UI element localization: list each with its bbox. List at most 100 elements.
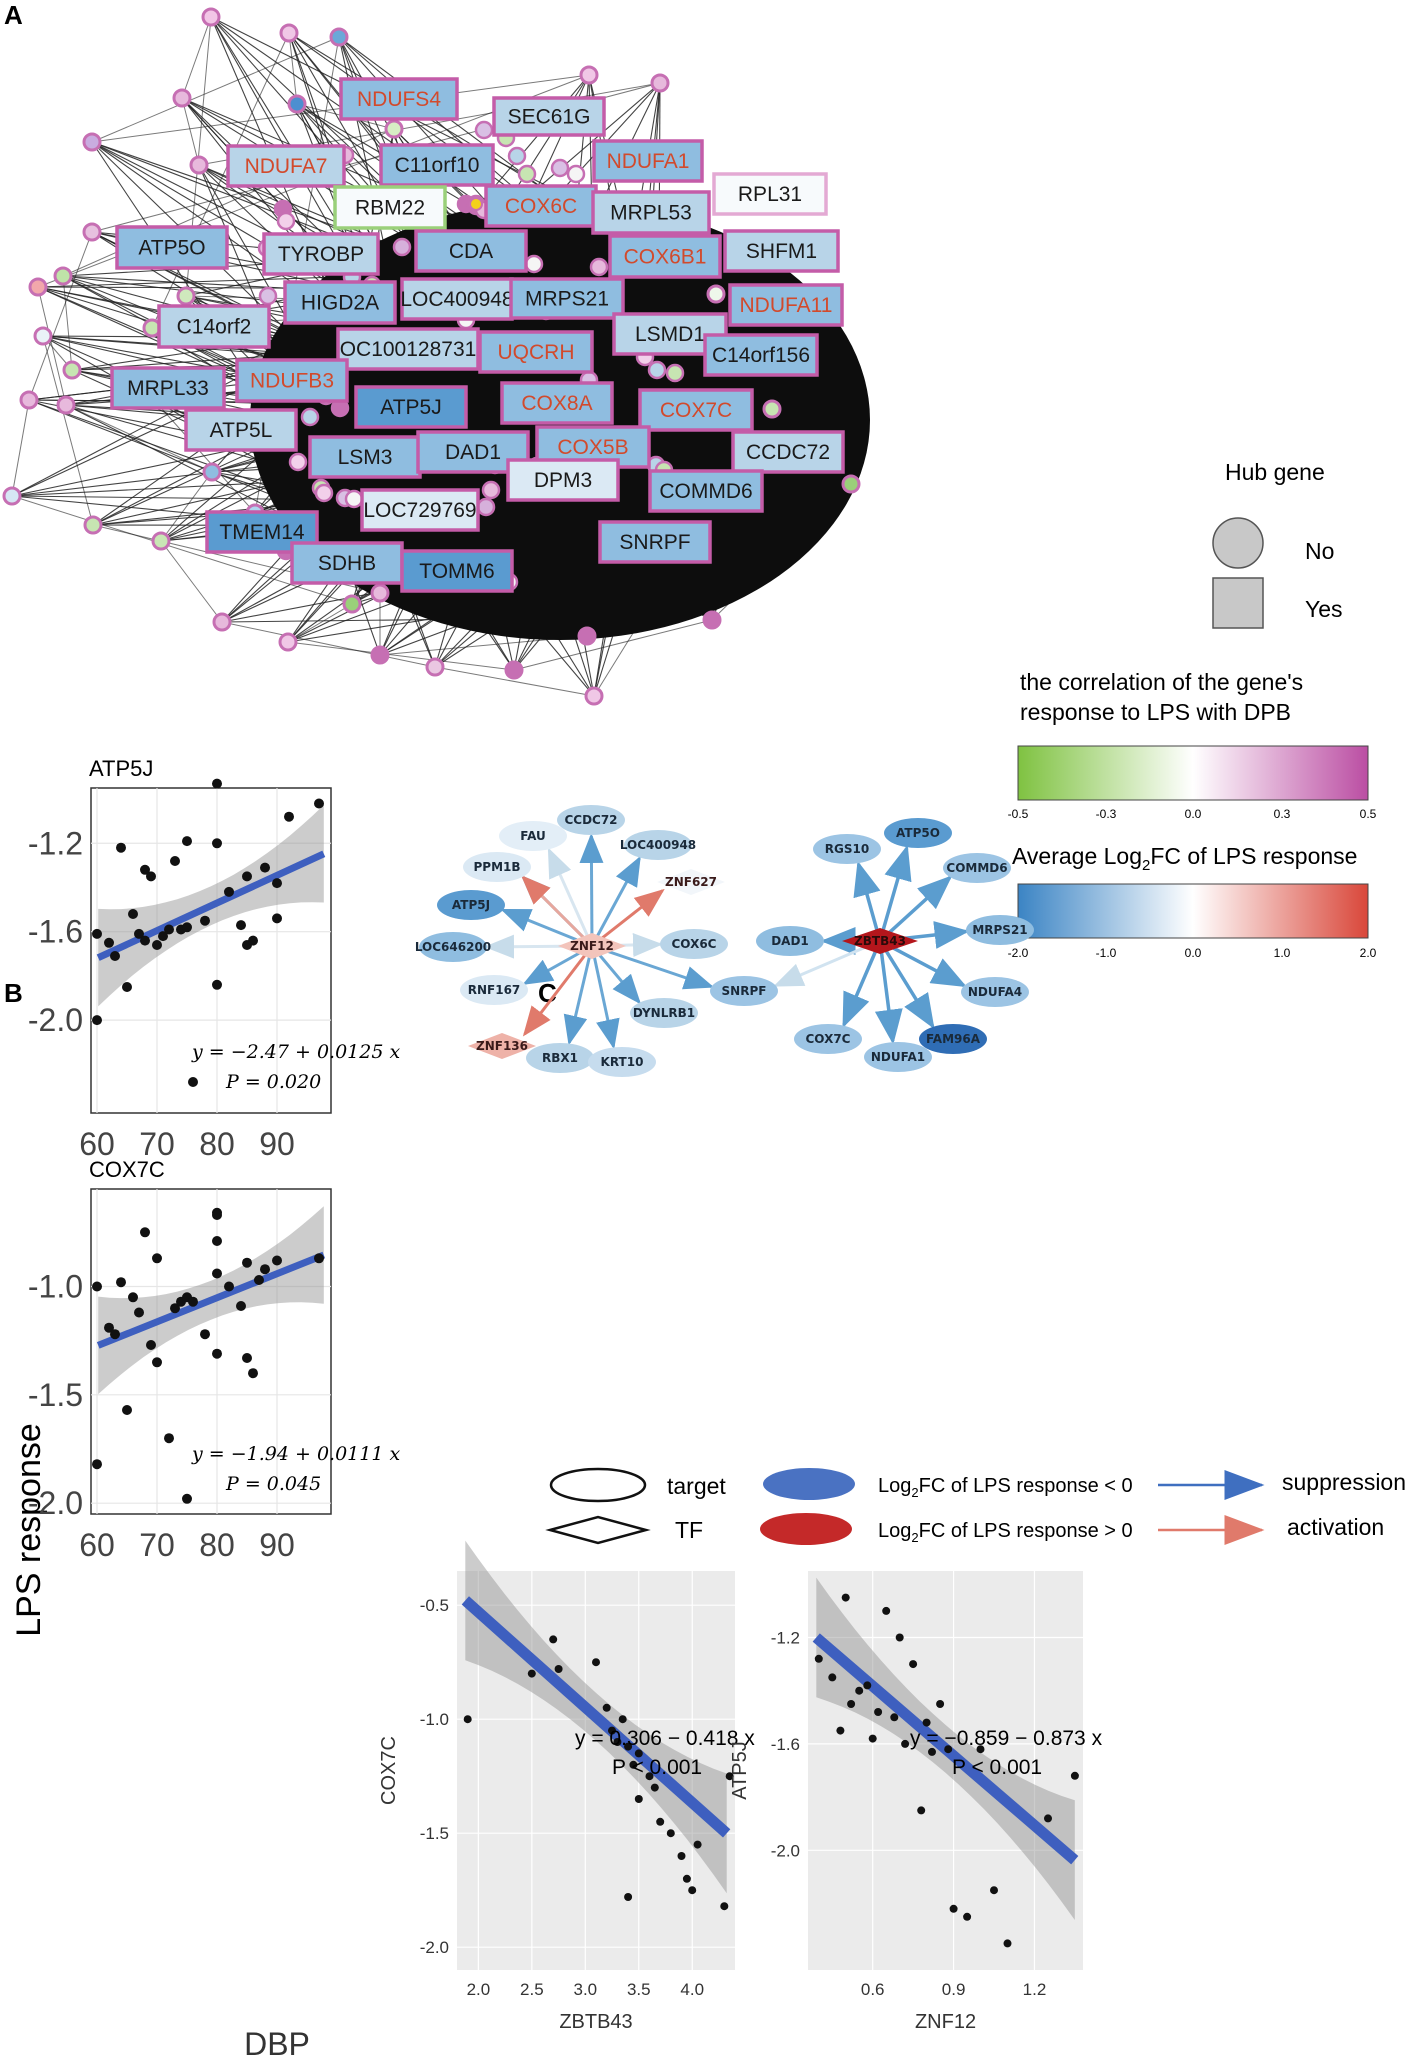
gene-box [336, 327, 480, 371]
target-label: PPM1B [473, 860, 520, 874]
data-point [104, 937, 114, 948]
corr-tick-label: 0.5 [1360, 807, 1377, 821]
tf-node [657, 869, 725, 895]
data-point [140, 935, 150, 946]
regulation-edge [853, 860, 882, 942]
plot-area [90, 1188, 332, 1515]
gene-box [235, 358, 349, 403]
target-node [499, 821, 567, 851]
x-tick-label: 2.5 [520, 1980, 544, 1999]
data-point [682, 1874, 691, 1883]
gene-box [290, 541, 404, 585]
target-node [966, 915, 1034, 945]
data-point [248, 935, 258, 946]
target-node [864, 1042, 932, 1072]
data-point [272, 1255, 282, 1266]
gene-label: SNRPF [619, 531, 690, 554]
data-point [260, 1264, 270, 1275]
regulation-edge [878, 940, 935, 1030]
gene-label: NDUFS4 [357, 88, 441, 111]
data-point [92, 1281, 102, 1292]
network-edge [287, 603, 353, 643]
data-point [284, 811, 294, 822]
positive-fc-icon [760, 1513, 852, 1545]
gene-box [492, 96, 606, 137]
data-point [200, 1329, 210, 1340]
hub-legend-yes: Yes [1305, 596, 1343, 622]
gene-label: NDUFB3 [250, 370, 334, 393]
data-point [200, 915, 210, 926]
regulation-edge [547, 847, 594, 947]
gene-node [33, 326, 53, 346]
gene-node [82, 222, 102, 242]
fc-tick-label: 0.0 [1185, 946, 1202, 960]
target-node [710, 976, 778, 1006]
gene-label: LOC400948 [400, 288, 513, 311]
data-point [248, 1368, 258, 1379]
gene-label: LSMD1 [635, 323, 705, 346]
gene-label: DAD1 [445, 441, 501, 464]
gene-node [650, 73, 670, 93]
gene-box [484, 184, 598, 228]
gene-box [591, 190, 711, 235]
data-point [909, 1660, 918, 1669]
data-point [158, 931, 168, 942]
target-label: RBX1 [542, 1051, 578, 1065]
x-tick-label: 3.0 [573, 1980, 597, 1999]
plot-area [90, 787, 332, 1114]
negative-fc-icon [763, 1468, 855, 1500]
gene-label: COX5B [557, 436, 628, 459]
data-point [140, 864, 150, 875]
square-shape-icon [1212, 577, 1264, 629]
target-node [588, 1047, 656, 1077]
gene-node [342, 594, 362, 614]
target-label: DYNLRB1 [633, 1006, 695, 1020]
gene-box [592, 139, 704, 183]
gene-box [360, 488, 480, 532]
gene-node [425, 657, 445, 677]
gene-node [56, 395, 76, 415]
gene-label: RBM22 [355, 197, 425, 220]
x-tick-label: 4.0 [680, 1980, 704, 1999]
data-point [170, 856, 180, 866]
data-point [182, 836, 192, 847]
target-label: DAD1 [771, 934, 809, 948]
y-tick-label: -2.0 [28, 1002, 83, 1038]
corr-tick-label: -0.5 [1008, 807, 1029, 821]
gene-node [2, 486, 22, 506]
gene-node [647, 360, 667, 380]
data-point [634, 1749, 643, 1758]
gene-label: DPM3 [534, 469, 592, 492]
tf-label: ZBTB43 [854, 934, 906, 948]
legend-tf: TF [675, 1517, 703, 1543]
y-tick-label: -1.6 [771, 1735, 800, 1754]
gene-box [608, 234, 722, 279]
network-edge [181, 16, 212, 99]
gene-node [507, 146, 527, 166]
gene-label: SEC61G [508, 106, 591, 129]
gene-node [476, 497, 496, 517]
gene-node [28, 277, 48, 297]
gene-node [384, 119, 404, 139]
gene-box [379, 143, 495, 187]
gene-label: SDHB [318, 552, 376, 575]
data-point [554, 1665, 563, 1673]
data-point [463, 1715, 472, 1724]
regulation-edge [579, 833, 604, 947]
target-node [630, 998, 698, 1028]
gene-label: ATP5O [138, 237, 205, 260]
data-point [901, 1739, 910, 1748]
panel-label-b: B [4, 978, 23, 1008]
x-axis-label: ZNF12 [915, 2011, 976, 2033]
data-point [140, 1227, 150, 1238]
network-edge [160, 471, 213, 542]
data-point [828, 1673, 837, 1682]
tf-label: ZNF136 [476, 1039, 528, 1053]
circle-shape-icon [1212, 517, 1264, 569]
gene-label: NDUFA7 [245, 155, 328, 178]
gene-label: CCDC72 [746, 441, 830, 464]
gene-node [589, 257, 609, 277]
x-tick-label: 80 [199, 1126, 235, 1162]
correlation-legend: the correlation of the gene's response t… [1008, 669, 1377, 821]
